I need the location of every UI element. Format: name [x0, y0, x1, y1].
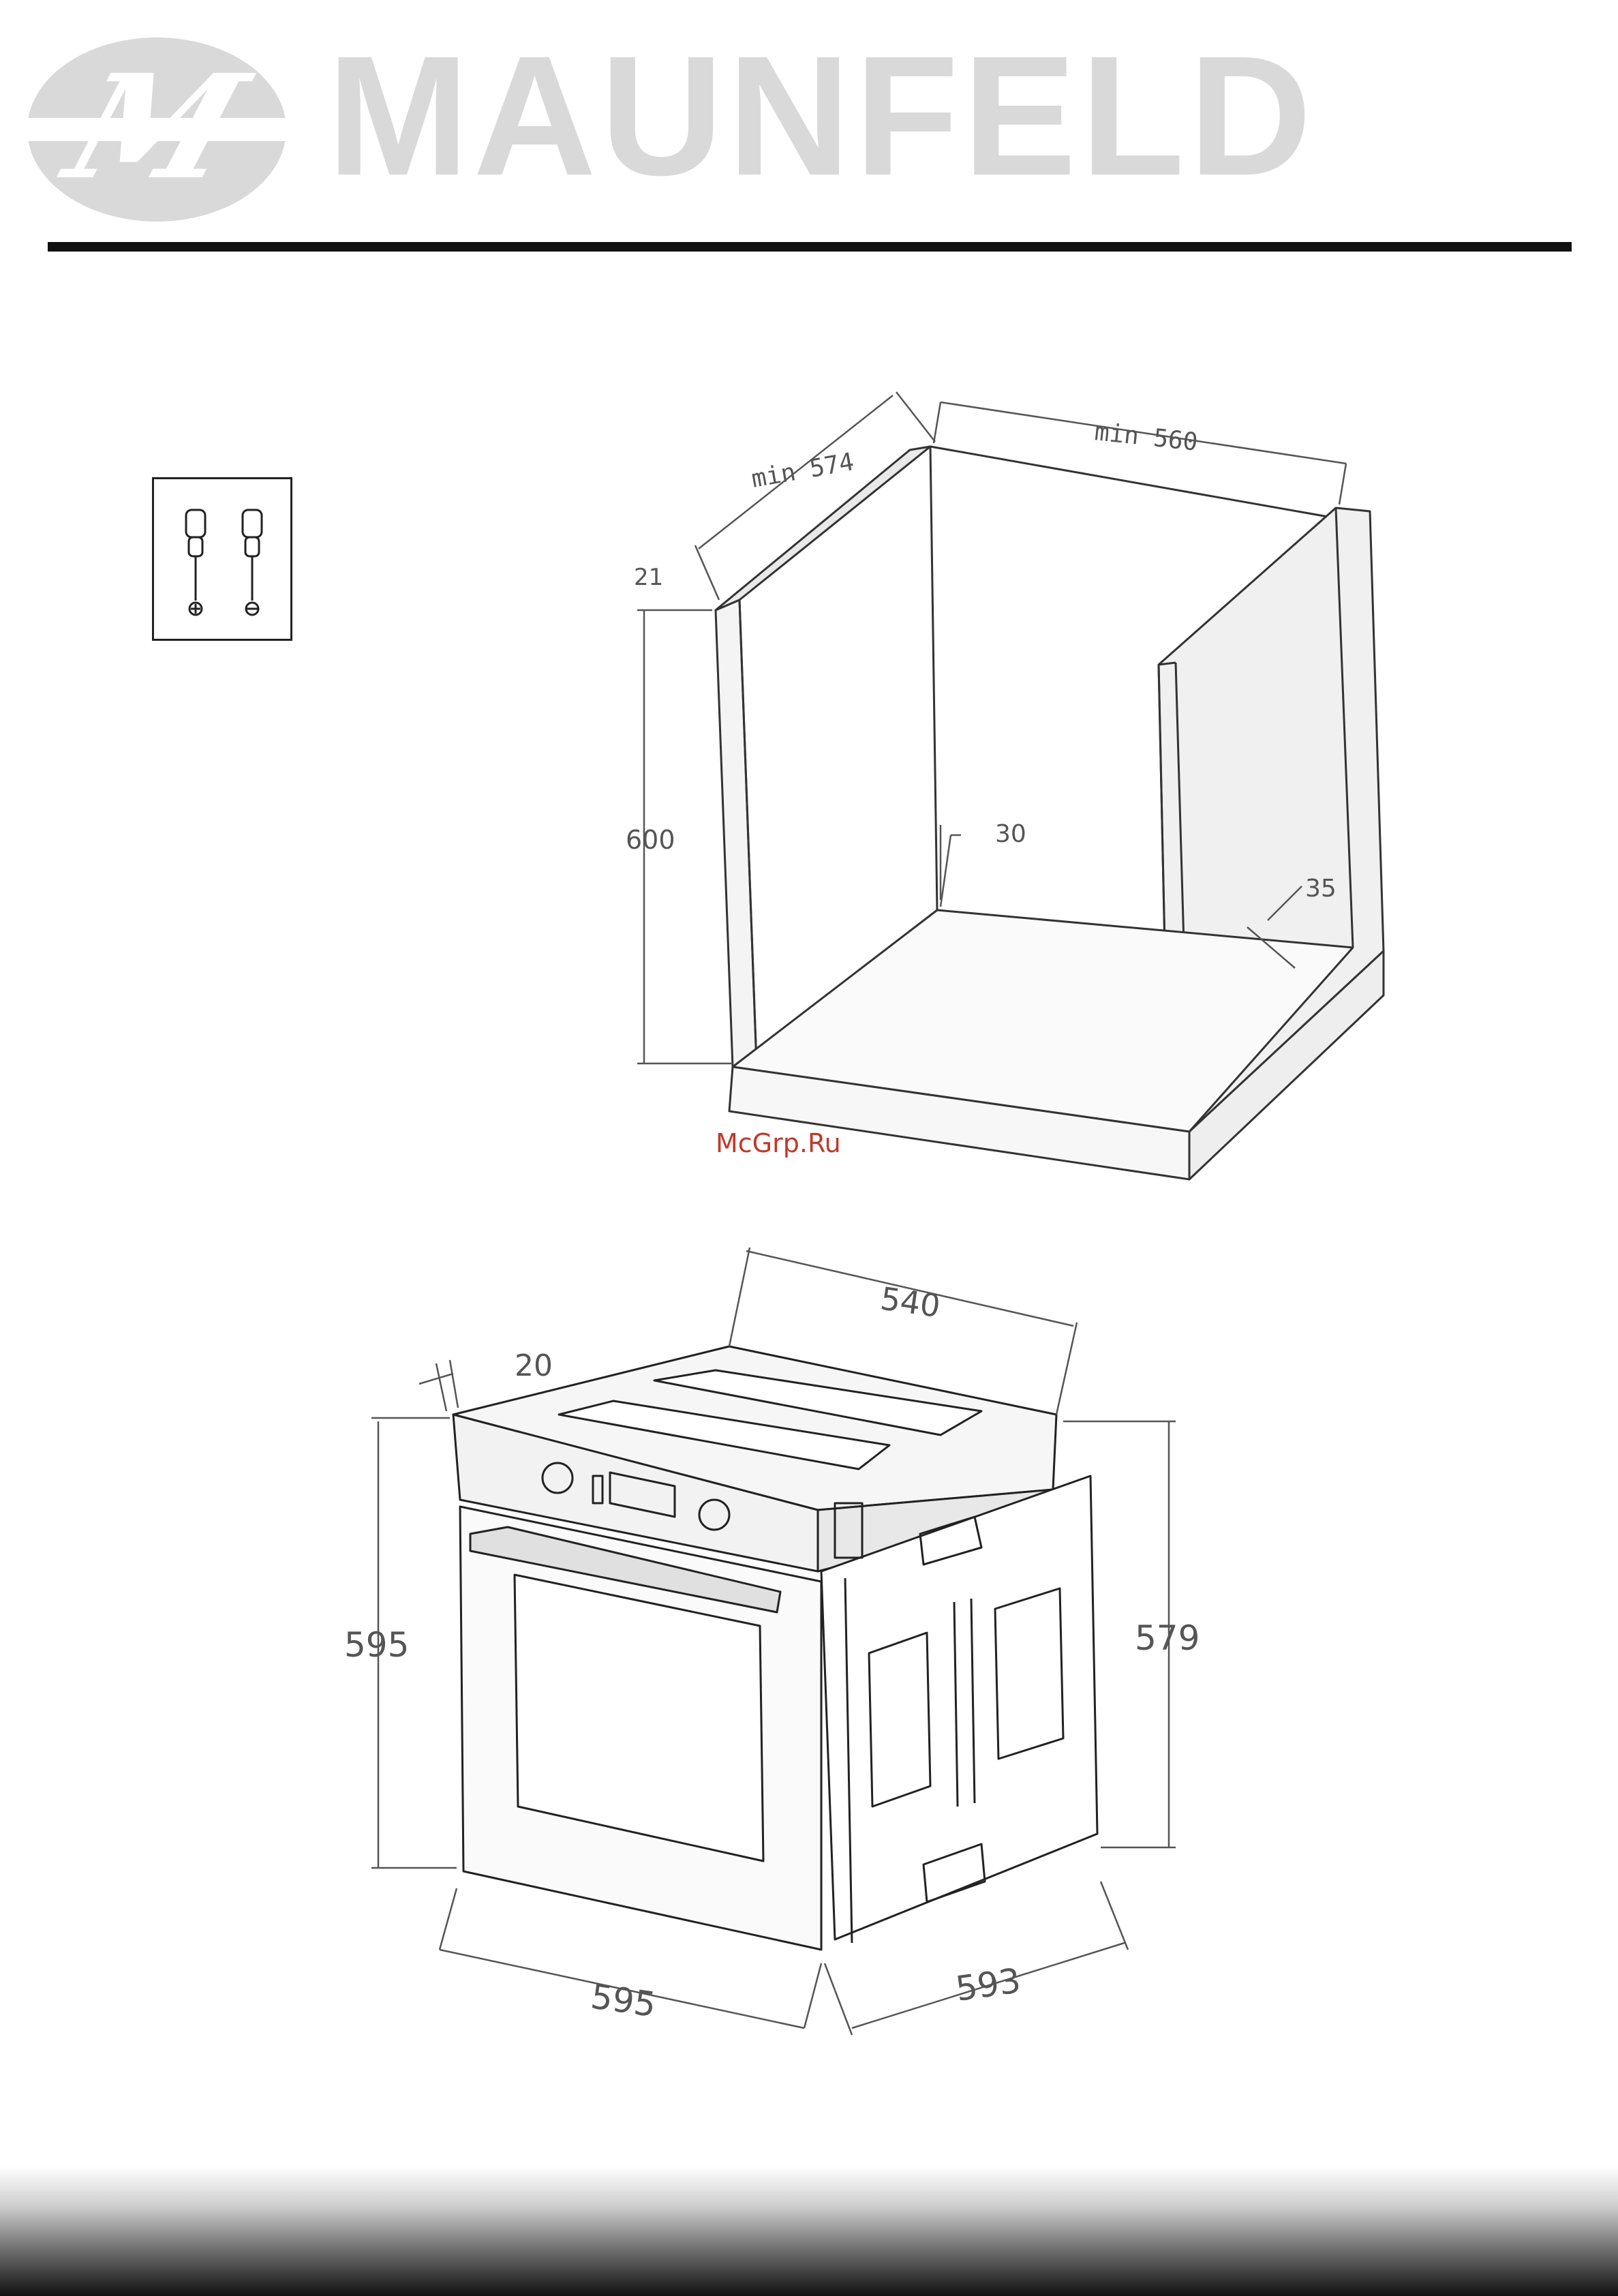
oven-frame-thickness-label: 20	[515, 1348, 553, 1383]
footer-gradient-band	[0, 2166, 1618, 2296]
oven-front-width-label: 595	[588, 1976, 658, 2025]
oven-body-width-label: 593	[953, 1961, 1024, 2009]
oven-front-height-label: 595	[344, 1625, 409, 1665]
oven-body-height-label: 579	[1135, 1618, 1200, 1658]
oven-depth-label: 540	[878, 1280, 942, 1325]
